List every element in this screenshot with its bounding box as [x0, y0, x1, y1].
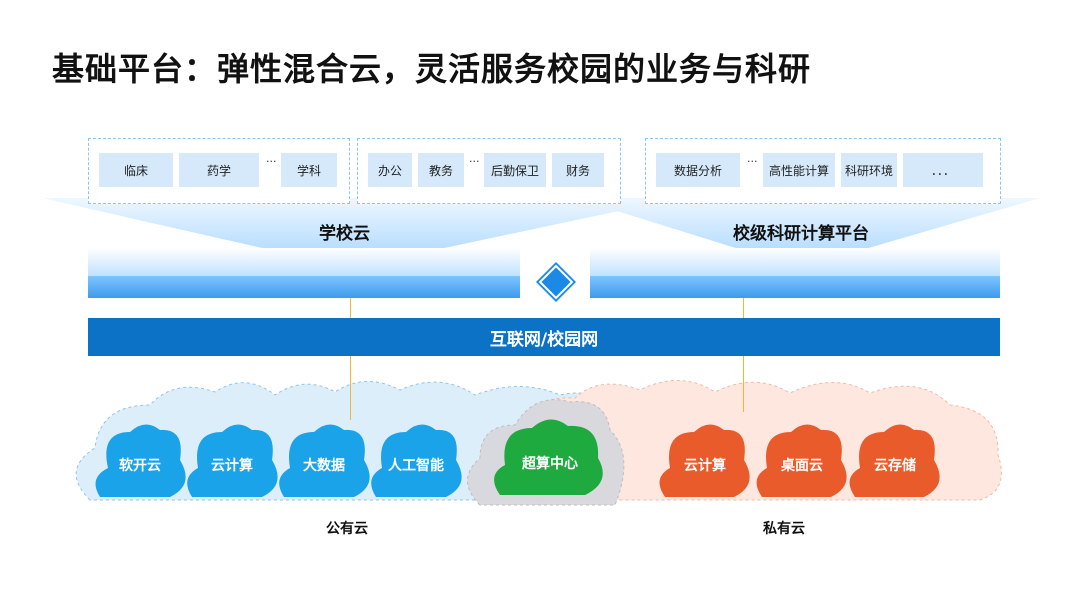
research-platform-bar [590, 276, 1000, 298]
connector-line [350, 298, 351, 318]
public-cloud-label: 公有云 [326, 521, 368, 537]
public-service-clouds [95, 424, 462, 497]
public-service-label: 人工智能 [388, 458, 444, 474]
supercomputing-service-cloud [494, 419, 603, 495]
connector-line [743, 298, 744, 318]
app-item: ．．． [903, 153, 983, 187]
campus-cloud-bar [88, 276, 520, 298]
campus-cloud-plate [88, 248, 520, 276]
private-service-label: 桌面云 [781, 458, 823, 474]
private-service-label: 云计算 [684, 458, 726, 474]
app-item: 办公 [368, 153, 412, 187]
app-item: 临床 [99, 153, 173, 187]
connector-line [350, 356, 351, 420]
group-admin: 办公 教务 ··· 后勤保卫 财务 [357, 138, 621, 204]
app-item: 数据分析 [656, 153, 740, 187]
app-item: 财务 [552, 153, 604, 187]
cloud-shape [849, 424, 940, 497]
app-item: 科研环境 [841, 153, 897, 187]
group-research: 数据分析 ··· 高性能计算 科研环境 ．．． [645, 138, 1001, 204]
ellipsis: ··· [469, 155, 480, 168]
research-platform-label: 校级科研计算平台 [733, 224, 869, 244]
page-title: 基础平台：弹性混合云，灵活服务校园的业务与科研 [52, 50, 812, 88]
app-item: 学科 [281, 153, 337, 187]
public-service-label: 大数据 [303, 458, 345, 474]
public-service-label: 软开云 [119, 458, 161, 474]
connector-line [743, 356, 744, 412]
private-service-label: 云存储 [874, 458, 916, 474]
app-item: 后勤保卫 [484, 153, 546, 187]
app-item: 教务 [418, 153, 464, 187]
cloud-shape [95, 424, 186, 497]
cloud-shape [279, 424, 370, 497]
cloud-shape [756, 424, 847, 497]
network-bar: 互联网/校园网 [88, 318, 1000, 356]
campus-cloud-label: 学校云 [319, 224, 370, 244]
cloud-shape [659, 424, 750, 497]
research-plate [590, 248, 1000, 276]
cloud-shape [371, 424, 462, 497]
private-cloud-label: 私有云 [763, 521, 805, 537]
app-item: 药学 [179, 153, 259, 187]
public-service-label: 云计算 [211, 458, 253, 474]
supercomputing-label: 超算中心 [522, 456, 578, 472]
diamond-connector-icon [536, 262, 576, 302]
group-medical: 临床 药学 ··· 学科 [88, 138, 350, 204]
research-funnel [575, 198, 1040, 268]
ellipsis: ··· [266, 155, 277, 168]
campus-cloud-funnel [42, 198, 680, 268]
app-item: 高性能计算 [763, 153, 835, 187]
cloud-shape [187, 424, 278, 497]
ellipsis: ··· [747, 155, 758, 168]
private-service-clouds [659, 424, 940, 497]
